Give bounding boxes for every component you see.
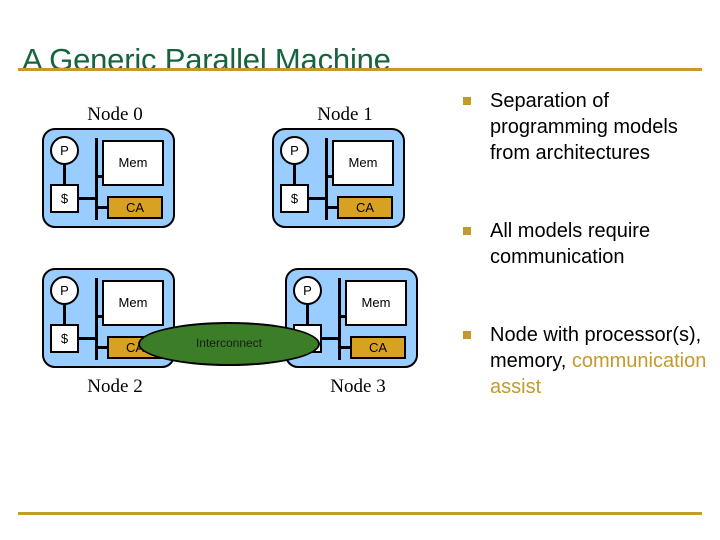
bullet-list: Separation of programming models from ar… [458, 88, 708, 422]
memory-box[interactable]: Mem [102, 280, 164, 326]
processor-icon[interactable]: P [50, 276, 79, 305]
bullet-text: All models require communication [490, 220, 651, 268]
bus-line [95, 278, 98, 360]
node-label-1: Node 1 [317, 104, 373, 125]
comm-assist-box[interactable]: CA [107, 196, 163, 219]
cache-box[interactable]: $ [280, 184, 309, 213]
square-bullet-icon [463, 97, 471, 105]
proc-to-cache-wire [63, 162, 66, 188]
bullet-item: Node with processor(s), memory, communic… [458, 322, 708, 400]
bus-line [325, 138, 328, 220]
node-box-0[interactable]: P $ Mem CA [42, 128, 175, 228]
interconnect-ellipse[interactable]: Interconnect [138, 322, 320, 366]
bullet-text: Node with processor(s), memory, [490, 324, 702, 372]
parallel-machine-diagram: Node 0 P $ Mem CA Node 1 P $ Mem CA Inte… [0, 90, 440, 410]
memory-box[interactable]: Mem [102, 140, 164, 186]
proc-to-cache-wire [306, 302, 309, 328]
bullet-item: All models require communication [458, 218, 708, 270]
bullet-text-highlight: communication assist [490, 350, 707, 398]
cache-to-bus-wire [317, 337, 340, 340]
comm-assist-box[interactable]: CA [350, 336, 406, 359]
proc-to-cache-wire [63, 302, 66, 328]
memory-box[interactable]: Mem [345, 280, 407, 326]
node-box-1[interactable]: P $ Mem CA [272, 128, 405, 228]
cache-to-bus-wire [304, 197, 327, 200]
footer-divider [18, 512, 702, 515]
bullet-text: Separation of programming models from ar… [490, 90, 678, 164]
page-title: A Generic Parallel Machine [22, 41, 391, 77]
cache-to-bus-wire [74, 197, 97, 200]
processor-icon[interactable]: P [293, 276, 322, 305]
square-bullet-icon [463, 331, 471, 339]
square-bullet-icon [463, 227, 471, 235]
cache-box[interactable]: $ [50, 324, 79, 353]
memory-box[interactable]: Mem [332, 140, 394, 186]
cache-to-bus-wire [74, 337, 97, 340]
processor-icon[interactable]: P [280, 136, 309, 165]
bullet-item: Separation of programming models from ar… [458, 88, 708, 166]
cache-box[interactable]: $ [50, 184, 79, 213]
bus-line [95, 138, 98, 220]
processor-icon[interactable]: P [50, 136, 79, 165]
comm-assist-box[interactable]: CA [337, 196, 393, 219]
node-label-3: Node 3 [330, 376, 386, 397]
node-label-2: Node 2 [87, 376, 143, 397]
node-label-0: Node 0 [87, 104, 143, 125]
proc-to-cache-wire [293, 162, 296, 188]
title-divider [18, 68, 702, 71]
bus-line [338, 278, 341, 360]
